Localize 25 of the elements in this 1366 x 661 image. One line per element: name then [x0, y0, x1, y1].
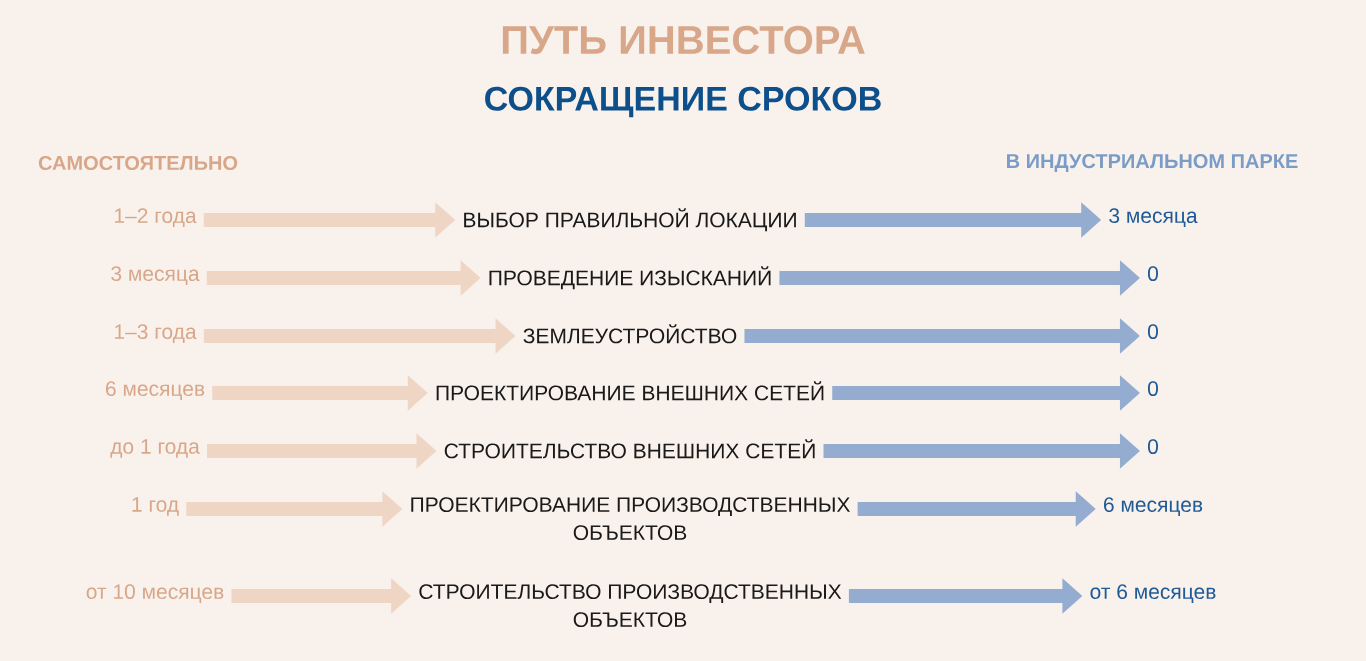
column-heading: САМОСТОЯТЕЛЬНО [38, 155, 238, 171]
subtitle: СОКРАЩЕНИЕ СРОКОВ [485, 86, 881, 118]
duration-text: 0 [1148, 439, 1158, 455]
duration-text: от 10 месяцев [86, 584, 224, 604]
duration-text: 0 [1148, 266, 1158, 282]
stage-text: ПРОЕКТИРОВАНИЕ ВНЕШНИХ СЕТЕЙ [436, 381, 824, 401]
duration-text: от 6 месяцев [1090, 584, 1216, 604]
stage-text: ВЫБОР ПРАВИЛЬНОЙ ЛОКАЦИИ [464, 208, 796, 232]
duration-text: 1–3 года [115, 324, 197, 344]
duration-text: 1–2 года [115, 208, 197, 228]
stage-text: ЗЕМЛЕУСТРОЙСТВО [523, 324, 737, 344]
column-heading: В ИНДУСТРИАЛЬНОМ ПАРКЕ [1007, 154, 1298, 172]
duration-text: 0 [1148, 381, 1158, 397]
duration-text: 6 месяцев [1104, 497, 1203, 517]
duration-text: 3 месяца [111, 266, 200, 286]
duration-text: 3 месяца [1109, 208, 1198, 228]
title: ПУТЬ ИНВЕСТОРА [502, 25, 865, 55]
duration-text: 6 месяцев [106, 381, 205, 401]
duration-text: 1 год [132, 497, 179, 516]
stage-text: СТРОИТЕЛЬСТВО ПРОИЗВОДСТВЕННЫХ ОБЪЕКТОВ [419, 584, 842, 628]
stage-text: СТРОИТЕЛЬСТВО ВНЕШНИХ СЕТЕЙ [444, 439, 815, 459]
stage-text: ПРОЕКТИРОВАНИЕ ПРОИЗВОДСТВЕННЫХ ОБЪЕКТОВ [411, 497, 850, 541]
stage-text: ПРОВЕДЕНИЕ ИЗЫСКАНИЙ [489, 266, 771, 290]
duration-text: до 1 года [110, 439, 200, 458]
duration-text: 0 [1148, 324, 1158, 340]
